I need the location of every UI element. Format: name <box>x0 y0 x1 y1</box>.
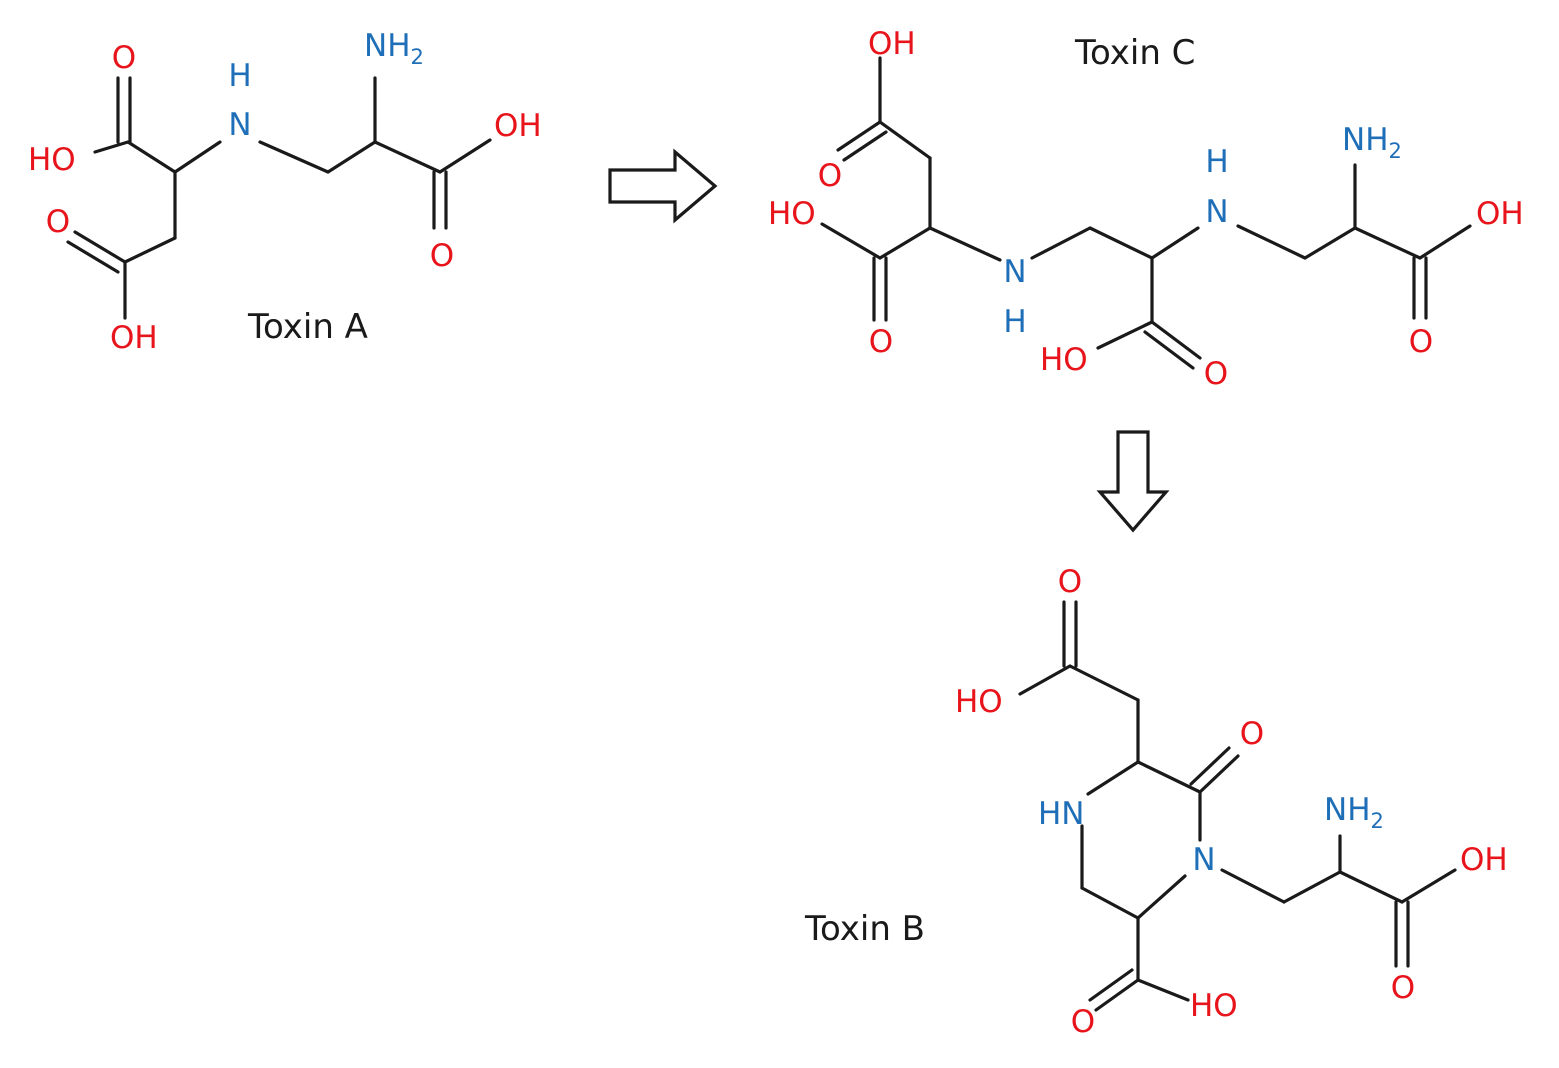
label-toxin-c: Toxin C <box>1074 33 1195 73</box>
bonds-toxin-c <box>820 56 1472 370</box>
oxygen-atom: O <box>1071 1004 1095 1040</box>
down-arrow-icon <box>1096 430 1170 533</box>
hydroxyl-group: OH <box>868 26 916 62</box>
nitrogen-atom: N <box>1192 842 1215 878</box>
atoms-toxin-b: O HO O HN N NH2 OH O O HO <box>955 564 1508 1040</box>
hydroxyl-group: HO <box>28 142 76 178</box>
hydroxyl-group: HO <box>1040 342 1088 378</box>
oxygen-atom: O <box>1391 970 1415 1006</box>
hydroxyl-group: HO <box>768 196 816 232</box>
nitrogen-atom: N <box>228 107 251 143</box>
amine-group: NH2 <box>364 28 424 69</box>
oxygen-atom: O <box>430 238 454 274</box>
atoms-toxin-a: O H N NH2 OH HO O O OH <box>28 28 542 356</box>
hydroxyl-group: OH <box>110 320 158 356</box>
bonds-toxin-a <box>66 76 492 320</box>
label-toxin-a: Toxin A <box>247 307 368 347</box>
nitrogen-atom: N <box>1003 254 1026 290</box>
oxygen-atom: O <box>46 204 70 240</box>
hydroxyl-group: OH <box>494 108 542 144</box>
molecule-toxin-a: O H N NH2 OH HO O O OH Toxin A <box>28 28 542 356</box>
bonds-toxin-b <box>1018 600 1457 1012</box>
molecule-toxin-b: O HO O HN N NH2 OH O O HO Toxin B <box>804 564 1508 1040</box>
hydroxyl-group: OH <box>1460 842 1508 878</box>
amine-group: NH2 <box>1324 792 1384 833</box>
oxygen-atom: O <box>112 40 136 76</box>
hydroxyl-group: HO <box>955 684 1003 720</box>
amine-group: NH2 <box>1342 122 1402 163</box>
hydrogen-atom: H <box>1003 304 1026 340</box>
molecule-toxin-c: OH O HO N H O H N HO O NH2 OH O Toxin C <box>768 26 1524 392</box>
oxygen-atom: O <box>1058 564 1082 600</box>
hydroxyl-group: OH <box>1476 196 1524 232</box>
atoms-toxin-c: OH O HO N H O H N HO O NH2 OH O <box>768 26 1524 392</box>
label-toxin-b: Toxin B <box>804 909 925 949</box>
oxygen-atom: O <box>818 158 842 194</box>
right-arrow-icon <box>608 148 718 224</box>
oxygen-atom: O <box>1204 356 1228 392</box>
hydrogen-atom: H <box>1205 144 1228 180</box>
nitrogen-atom: N <box>1205 194 1228 230</box>
secondary-amine: HN <box>1038 796 1085 832</box>
oxygen-atom: O <box>869 324 893 360</box>
oxygen-atom: O <box>1409 324 1433 360</box>
oxygen-atom: O <box>1240 716 1264 752</box>
hydrogen-atom: H <box>228 58 251 94</box>
hydroxyl-group: HO <box>1190 988 1238 1024</box>
